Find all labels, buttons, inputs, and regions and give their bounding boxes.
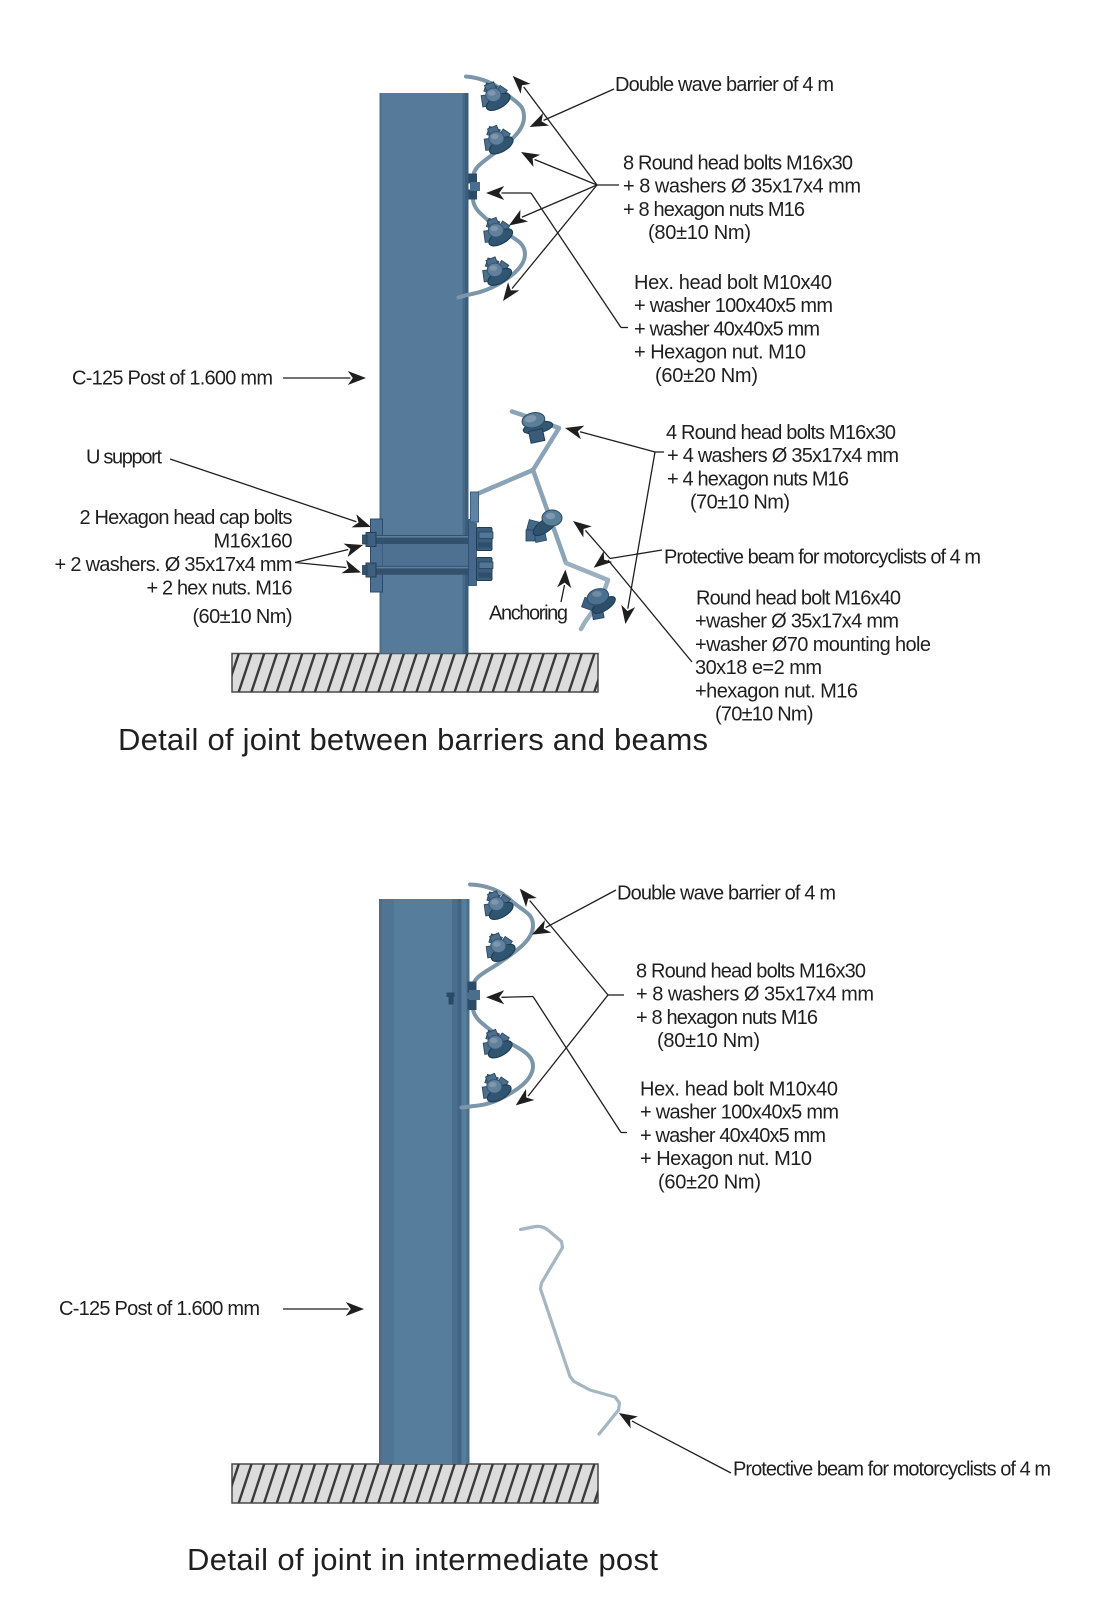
svg-text:Round head bolt M16x40: Round head bolt M16x40 (696, 588, 901, 610)
svg-text:Double wave barrier of 4 m: Double wave barrier of 4 m (617, 883, 836, 905)
svg-text:+ 2 hex nuts. M16: + 2 hex nuts. M16 (147, 578, 293, 600)
svg-text:4 Round head bolts M16x30: 4 Round head bolts M16x30 (666, 422, 896, 444)
svg-text:+washer Ø 35x17x4 mm: +washer Ø 35x17x4 mm (695, 611, 899, 633)
svg-text:+washer Ø70 mounting hole: +washer Ø70 mounting hole (695, 634, 931, 656)
svg-text:+ washer 100x40x5 mm: + washer 100x40x5 mm (634, 295, 833, 317)
svg-text:+ 4 hexagon nuts M16: + 4 hexagon nuts M16 (667, 468, 849, 490)
svg-text:+hexagon nut. M16: +hexagon nut. M16 (695, 680, 858, 702)
svg-text:(70±10 Nm): (70±10 Nm) (690, 492, 790, 514)
svg-text:Detail of joint between barrie: Detail of joint between barriers and bea… (118, 722, 708, 757)
svg-text:M16x160: M16x160 (214, 531, 293, 553)
svg-text:Double wave barrier of 4 m: Double wave barrier of 4 m (615, 74, 834, 96)
svg-text:Protective beam for motorcycli: Protective beam for motorcyclists of 4 m (664, 547, 981, 569)
svg-text:(60±20 Nm): (60±20 Nm) (655, 365, 758, 387)
svg-text:(60±20 Nm): (60±20 Nm) (658, 1171, 761, 1193)
svg-text:+ 8 hexagon nuts M16: + 8 hexagon nuts M16 (623, 199, 805, 221)
svg-text:U support: U support (86, 447, 162, 469)
svg-text:+ 8 washers Ø 35x17x4 mm: + 8 washers Ø 35x17x4 mm (636, 984, 874, 1006)
svg-text:(80±10 Nm): (80±10 Nm) (657, 1030, 760, 1052)
svg-text:(60±10 Nm): (60±10 Nm) (193, 606, 293, 628)
svg-text:+ 2 washers. Ø 35x17x4 mm: + 2 washers. Ø 35x17x4 mm (55, 554, 293, 576)
svg-text:C-125 Post of 1.600 mm: C-125 Post of 1.600 mm (59, 1298, 260, 1320)
svg-text:+ washer 40x40x5 mm: + washer 40x40x5 mm (634, 318, 820, 340)
svg-text:(70±10 Nm): (70±10 Nm) (715, 704, 814, 726)
svg-text:+ 8 washers Ø 35x17x4 mm: + 8 washers Ø 35x17x4 mm (623, 176, 861, 198)
svg-text:+ 4 washers Ø 35x17x4 mm: + 4 washers Ø 35x17x4 mm (667, 445, 899, 467)
svg-text:2 Hexagon head cap bolts: 2 Hexagon head cap bolts (80, 507, 293, 529)
svg-text:+ washer 40x40x5 mm: + washer 40x40x5 mm (640, 1125, 826, 1147)
svg-text:C-125 Post of 1.600 mm: C-125 Post of 1.600 mm (72, 368, 273, 390)
svg-text:8 Round head bolts M16x30: 8 Round head bolts M16x30 (636, 961, 866, 983)
svg-text:Hex. head bolt M10x40: Hex. head bolt M10x40 (640, 1079, 838, 1101)
svg-text:8 Round head bolts M16x30: 8 Round head bolts M16x30 (623, 153, 853, 175)
svg-text:Hex. head bolt M10x40: Hex. head bolt M10x40 (634, 272, 832, 294)
svg-text:Detail of joint in intermediat: Detail of joint in intermediate post (187, 1542, 658, 1577)
svg-text:30x18 e=2 mm: 30x18 e=2 mm (695, 657, 822, 679)
svg-text:Anchoring: Anchoring (489, 603, 568, 625)
svg-text:+ Hexagon nut. M10: + Hexagon nut. M10 (640, 1148, 812, 1170)
svg-text:+ 8 hexagon nuts M16: + 8 hexagon nuts M16 (636, 1007, 818, 1029)
svg-text:+ Hexagon nut. M10: + Hexagon nut. M10 (634, 342, 806, 364)
svg-text:+ washer 100x40x5 mm: + washer 100x40x5 mm (640, 1102, 839, 1124)
svg-text:Protective beam for motorcycli: Protective beam for motorcyclists of 4 m (733, 1459, 1051, 1481)
svg-text:(80±10 Nm): (80±10 Nm) (648, 222, 751, 244)
